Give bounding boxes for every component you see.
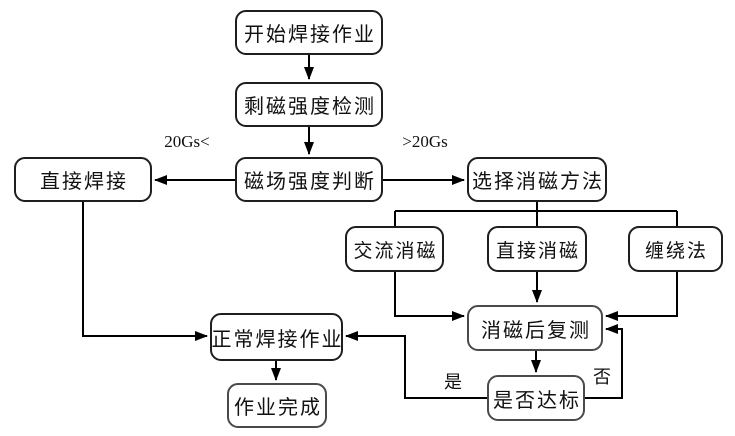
edge-ac-to-retest xyxy=(394,272,465,321)
node-residual-magnetism-test: 剩磁强度检测 xyxy=(235,82,383,127)
edge-check-no-loop xyxy=(585,324,623,399)
node-direct-demagnetization: 直接消磁 xyxy=(487,226,587,272)
node-ac-demagnetization: 交流消磁 xyxy=(345,226,444,272)
node-field-strength-judge: 磁场强度判断 xyxy=(235,157,383,202)
edge-check-yes-to-normal xyxy=(345,331,487,399)
node-start-welding: 开始焊接作业 xyxy=(235,10,383,55)
node-operation-complete: 作业完成 xyxy=(227,383,327,428)
edge-winding-to-retest xyxy=(605,272,678,321)
edge-label-yes: 是 xyxy=(444,372,462,392)
edge-label-above-20gs: >20Gs xyxy=(402,132,448,151)
node-direct-welding: 直接焊接 xyxy=(14,157,152,202)
edge-directweld-to-normal xyxy=(82,202,208,341)
edge-label-below-20gs: 20Gs< xyxy=(164,132,210,151)
edge-label-no: 否 xyxy=(593,367,611,387)
node-standard-check: 是否达标 xyxy=(487,375,585,421)
node-winding-method: 缠绕法 xyxy=(628,226,723,272)
node-retest-after-demag: 消磁后复测 xyxy=(467,305,603,351)
node-select-demag-method: 选择消磁方法 xyxy=(467,157,607,202)
node-normal-welding: 正常焊接作业 xyxy=(210,313,343,361)
